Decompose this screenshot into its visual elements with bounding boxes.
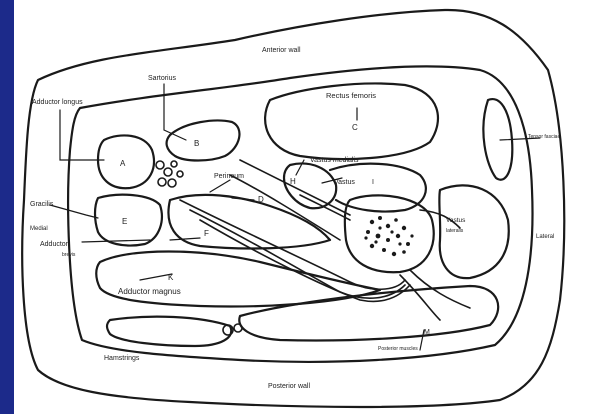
label-medial: Medial <box>30 226 48 232</box>
label-posterior-wall: Posterior wall <box>268 383 310 390</box>
posterior-muscle-band-1 <box>239 286 498 340</box>
label-perineum: Perineum <box>214 173 244 180</box>
sciatic-nerve-circles <box>223 324 242 335</box>
label-adductor-magnus: Adductor magnus <box>118 287 181 296</box>
label-leader-lines <box>50 84 424 350</box>
label-letter-m: M <box>424 329 430 336</box>
label-hamstrings: Hamstrings <box>104 355 140 362</box>
label-letter-d: D <box>258 195 264 204</box>
label-lateral: Lateral <box>536 234 554 240</box>
adductor-longus-shape <box>98 135 154 188</box>
label-adductor-brevis-2: brevis <box>62 252 76 258</box>
label-letter-f: F <box>204 229 209 238</box>
label-gracilis: Gracilis <box>30 201 54 208</box>
label-vastus-lateralis-1: Vastus <box>446 217 466 224</box>
label-letter-k: K <box>168 273 174 282</box>
label-letter-h: H <box>290 177 296 186</box>
label-vastus-lateralis-2: lateralis <box>446 228 464 234</box>
gracilis-shape <box>95 195 162 246</box>
label-adductor-brevis-1: Adductor <box>40 241 69 248</box>
femur-shape <box>345 195 434 272</box>
label-letter-i: I <box>372 179 374 186</box>
posterior-muscle-band-2 <box>107 317 231 346</box>
label-anterior-wall: Anterior wall <box>262 47 301 54</box>
label-letter-b: B <box>194 139 199 148</box>
label-vastus-intermedius: Vastus <box>334 179 355 186</box>
label-rectus-femoris: Rectus femoris <box>326 91 376 100</box>
vastus-intermedius-shape <box>330 164 426 212</box>
sartorius-shape <box>167 121 240 161</box>
label-posterior-muscles: Posterior muscles <box>378 346 418 352</box>
label-sartorius: Sartorius <box>148 75 177 82</box>
femoral-vessels <box>156 161 183 187</box>
label-letter-c: C <box>352 123 358 132</box>
label-vastus-medialis: Vastus medialis <box>310 157 359 164</box>
femur-marrow-dots <box>364 216 413 256</box>
label-letter-e: E <box>122 217 127 226</box>
label-letter-a: A <box>120 159 126 168</box>
label-adductor-longus: Adductor longus <box>32 99 83 106</box>
label-tensor-fasciae: Tensor fasciae <box>528 134 560 140</box>
